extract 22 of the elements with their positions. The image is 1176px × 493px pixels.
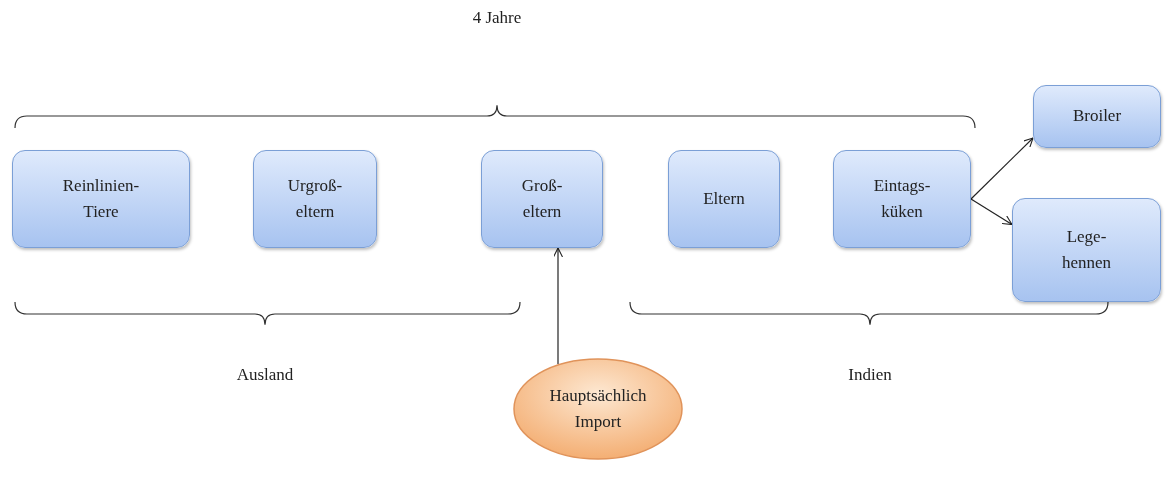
node-label: Reinlinien- Tiere xyxy=(61,174,141,223)
bracket-label: Ausland xyxy=(236,365,294,385)
node-label: Groß- eltern xyxy=(520,174,564,223)
process-box xyxy=(668,150,780,248)
arrow xyxy=(970,137,1034,200)
bracket-label: Indien xyxy=(848,365,892,385)
process-box xyxy=(12,150,190,248)
process-box xyxy=(833,150,971,248)
process-box xyxy=(1012,198,1161,302)
process-box xyxy=(1033,85,1161,148)
process-box xyxy=(253,150,377,248)
node-label: Urgroß- eltern xyxy=(286,174,344,223)
node-label: Lege- hennen xyxy=(1060,225,1113,274)
node-label: Broiler xyxy=(1071,105,1123,128)
bracket-label: 4 Jahre xyxy=(472,8,522,28)
process-box xyxy=(481,150,603,248)
arrow xyxy=(970,198,1013,226)
ellipse-node xyxy=(513,358,683,460)
node-label: Eltern xyxy=(702,187,746,210)
arrow xyxy=(552,247,564,365)
node-label: Eintags- küken xyxy=(872,174,932,223)
node-label: Hauptsächlich Import xyxy=(548,384,648,433)
